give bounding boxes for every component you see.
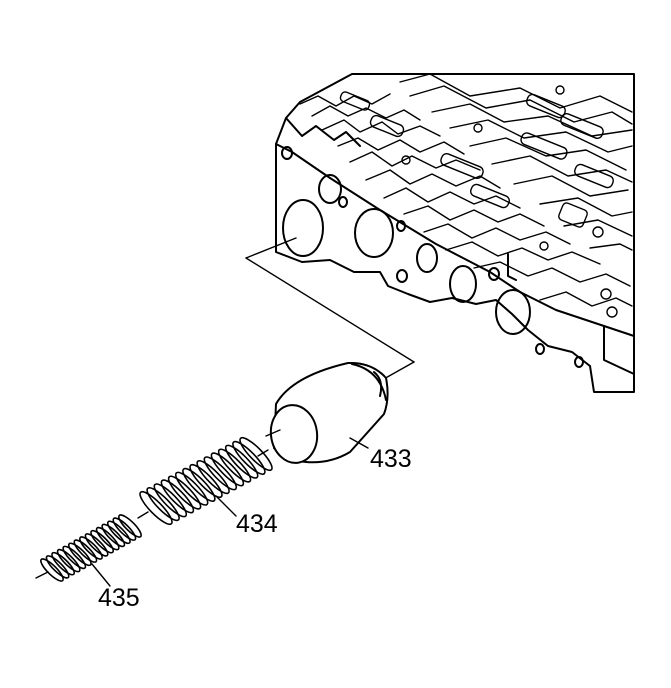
outer-spring-coil bbox=[232, 440, 266, 475]
callout-435: 435 bbox=[98, 584, 140, 612]
inner-spring-coil bbox=[51, 551, 76, 576]
inner-spring-coil bbox=[79, 536, 103, 560]
inner-spring-coil bbox=[84, 533, 109, 557]
outer-spring-coil bbox=[224, 444, 259, 479]
outer-spring-coil bbox=[160, 479, 195, 514]
spring-axis-mid bbox=[137, 511, 149, 519]
oil-passages bbox=[299, 73, 633, 318]
piston-433 bbox=[265, 361, 389, 464]
callout-434: 434 bbox=[236, 510, 278, 538]
outer-spring-coil bbox=[210, 452, 245, 487]
outer-spring-coil bbox=[239, 436, 273, 472]
outer-spring-coil bbox=[196, 460, 230, 495]
inner-spring-coil bbox=[62, 545, 87, 570]
outer-spring-coil bbox=[139, 490, 173, 526]
leader-434 bbox=[215, 495, 237, 517]
outer-spring-coil bbox=[189, 463, 223, 499]
inner-spring-coil bbox=[118, 514, 142, 538]
spring-axis-outer bbox=[257, 449, 269, 457]
outer-spring-coil bbox=[146, 487, 180, 522]
outer-spring-434 bbox=[139, 436, 273, 526]
leader-435 bbox=[91, 563, 111, 587]
leader-433 bbox=[349, 437, 369, 449]
inner-spring-coil bbox=[56, 548, 81, 573]
outer-spring-coil bbox=[174, 471, 209, 506]
outer-spring-coil bbox=[153, 483, 188, 518]
outer-spring-coil bbox=[217, 448, 252, 483]
inner-spring-coil bbox=[40, 558, 64, 582]
outer-spring-coil bbox=[203, 456, 238, 491]
spring-axis-inner bbox=[35, 571, 49, 579]
valve-bore bbox=[282, 199, 324, 257]
inner-spring-coil bbox=[45, 555, 70, 579]
inner-spring-coil bbox=[112, 517, 137, 541]
outer-spring-coil bbox=[182, 467, 216, 502]
inner-spring-coil bbox=[101, 523, 126, 548]
inner-spring-coil bbox=[90, 529, 115, 554]
inner-spring-coil bbox=[106, 520, 131, 545]
assembly-leader bbox=[245, 237, 415, 381]
inner-spring-coil bbox=[73, 539, 98, 563]
callout-433: 433 bbox=[370, 445, 412, 473]
valve-body bbox=[275, 73, 635, 393]
inner-spring-coil bbox=[95, 526, 120, 551]
outer-spring-coil bbox=[167, 475, 202, 510]
inner-spring-coil bbox=[67, 542, 92, 567]
inner-spring-435 bbox=[40, 514, 142, 582]
